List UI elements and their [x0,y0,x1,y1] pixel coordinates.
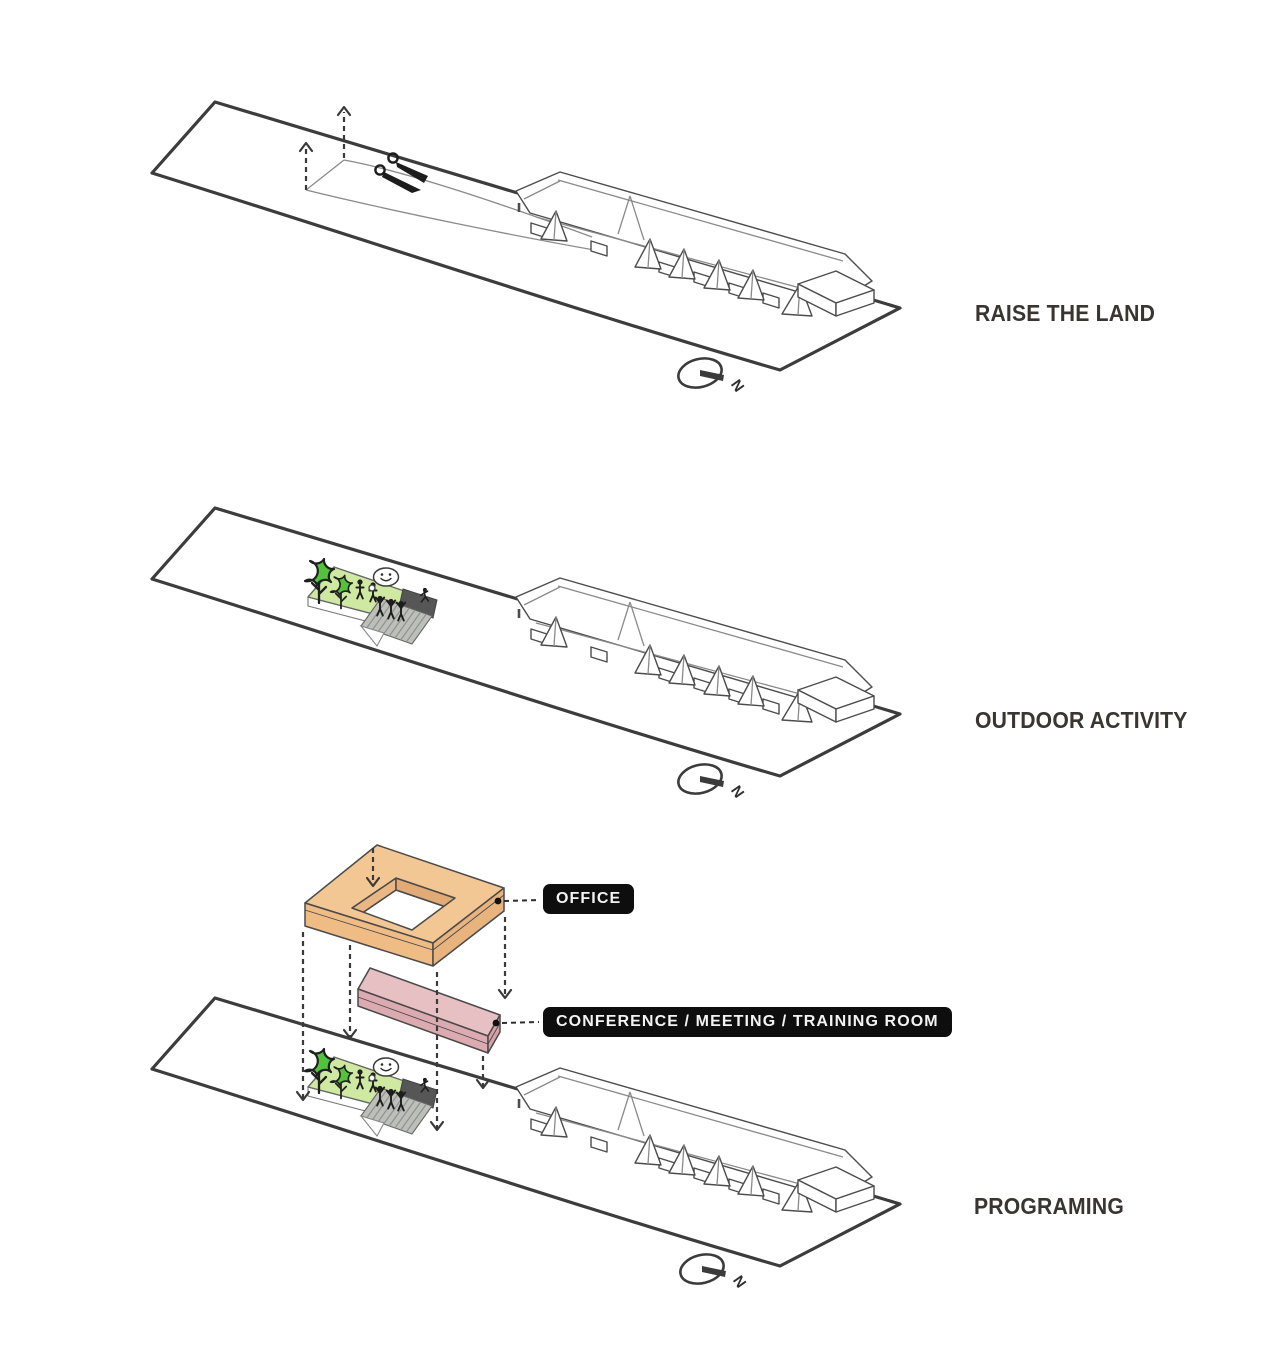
dashed-down-arrow-icon [295,932,311,1102]
scissors-icon [374,152,428,193]
dashed-down-arrow-icon [497,917,513,1000]
dashed-down-arrow-icon [342,945,358,1040]
north-arrow-icon [673,758,749,803]
panel-outdoor-activity [150,506,902,803]
conference-label: CONFERENCE / MEETING / TRAINING ROOM [543,1007,952,1037]
site-plane [150,506,902,778]
office-label: OFFICE [543,884,635,914]
conference-leader [492,1019,540,1027]
panel-title-outdoor-activity: OUTDOOR ACTIVITY [975,707,1188,733]
panel-title-programing: PROGRAMING [974,1193,1124,1219]
dashed-down-arrow-icon [365,848,381,888]
site-plane [150,996,902,1268]
panel-raise-the-land [150,100,902,397]
office-block [304,844,505,967]
dashed-down-arrow-icon [475,1056,491,1090]
panel-title-raise-the-land: RAISE THE LAND [975,300,1156,326]
site-plane [150,100,902,372]
panel-programing [150,844,902,1293]
north-arrow-icon [675,1248,751,1293]
office-leader [494,897,540,905]
dashed-down-arrow-icon [429,972,445,1132]
conference-block [357,967,501,1054]
north-arrow-icon [673,352,749,397]
